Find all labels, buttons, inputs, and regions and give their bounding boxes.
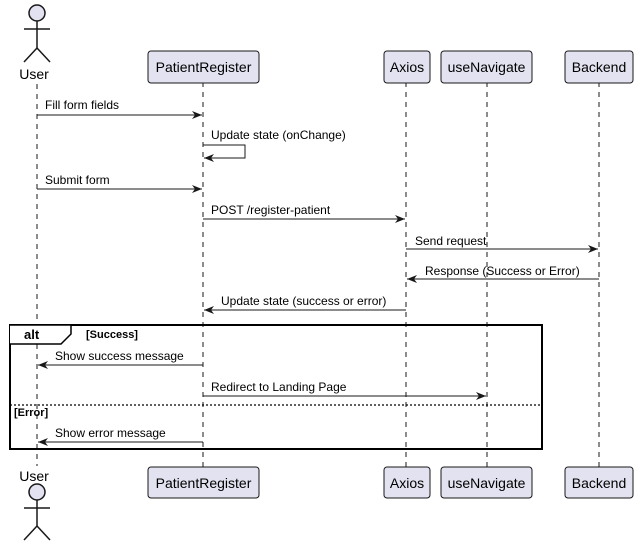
alt-fragment xyxy=(9,324,543,450)
message-label-response: Response (Success or Error) xyxy=(425,264,580,278)
participant-label: useNavigate xyxy=(448,59,526,75)
alt-guard-error: [Error] xyxy=(14,407,49,419)
message-label-show-error: Show error message xyxy=(55,426,166,440)
alt-operator-label: alt xyxy=(24,327,40,342)
participant-axios-top: Axios xyxy=(383,50,431,84)
participant-label: useNavigate xyxy=(448,475,526,491)
participant-patientregister-top: PatientRegister xyxy=(147,50,260,84)
participant-label: PatientRegister xyxy=(156,475,252,491)
user-label-bottom: User xyxy=(19,468,49,484)
participant-usenavigate-top: useNavigate xyxy=(440,50,533,84)
alt-guard-success: [Success] xyxy=(86,329,138,341)
participant-axios-bottom: Axios xyxy=(383,466,431,499)
message-label-update-result: Update state (success or error) xyxy=(221,294,386,308)
message-label-redirect: Redirect to Landing Page xyxy=(211,380,347,394)
message-label-post: POST /register-patient xyxy=(211,203,331,217)
message-label-fill-form: Fill form fields xyxy=(45,98,119,112)
user-actor-bottom xyxy=(23,483,51,541)
participant-backend-top: Backend xyxy=(564,50,634,84)
participant-label: Backend xyxy=(572,59,626,75)
user-actor-top xyxy=(23,4,51,63)
message-label-show-success: Show success message xyxy=(55,349,184,363)
participant-label: Backend xyxy=(572,475,626,491)
participant-label: PatientRegister xyxy=(156,59,252,75)
participant-backend-bottom: Backend xyxy=(564,466,634,499)
message-label-self-update: Update state (onChange) xyxy=(211,128,346,142)
message-label-submit: Submit form xyxy=(45,173,110,187)
user-label-top: User xyxy=(19,66,49,82)
message-arrow-self-update xyxy=(203,144,246,162)
participant-patientregister-bottom: PatientRegister xyxy=(147,466,260,499)
message-label-send-request: Send request xyxy=(415,234,487,248)
participant-label: Axios xyxy=(390,59,424,75)
participant-usenavigate-bottom: useNavigate xyxy=(440,466,533,499)
participant-label: Axios xyxy=(390,475,424,491)
